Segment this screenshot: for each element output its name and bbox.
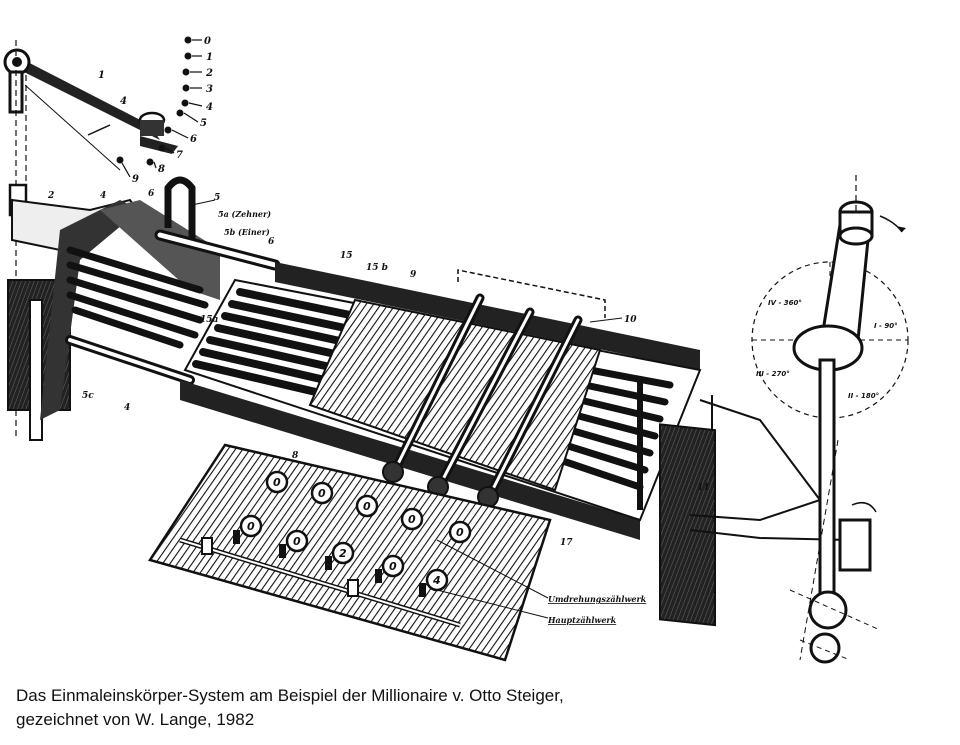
key-legend <box>116 36 203 178</box>
rod-6-label: 6 <box>268 237 275 247</box>
left-frame <box>7 183 220 441</box>
num-10-label: 10 <box>624 315 637 325</box>
frame-2-label: 2 <box>47 191 54 201</box>
key-label-1: 1 <box>206 52 213 63</box>
caption-line-1: Das Einmaleinskörper-System am Beispiel … <box>16 686 564 705</box>
key-label-5: 5 <box>200 118 207 129</box>
frame-6-label: 6 <box>148 189 155 199</box>
upper-dials <box>265 470 472 544</box>
key-label-7: 7 <box>176 150 183 161</box>
lower-dials <box>233 514 449 597</box>
key-label-0: 0 <box>204 36 211 47</box>
key-label-8: 8 <box>158 164 165 175</box>
key-label-2: 2 <box>205 68 213 79</box>
hook-5-label: 5 <box>214 193 220 203</box>
key-label-9: 9 <box>132 174 139 185</box>
main-bed <box>180 262 716 627</box>
figure-caption: Das Einmaleinskörper-System am Beispiel … <box>16 684 946 732</box>
num-15b-label: 15 b <box>366 263 388 273</box>
hauptzaehlwerk-label: Hauptzählwerk <box>547 615 617 625</box>
millionaire-diagram: 1 4 0 1 2 3 4 5 6 7 8 9 2 4 6 5 5a (Zehn… <box>3 36 909 664</box>
num-17-label: 17 <box>560 538 573 548</box>
num-15-label: 15 <box>340 251 353 261</box>
upper-dial-2: 0 <box>318 487 326 500</box>
shift-bracket <box>457 269 606 318</box>
crank-quadrant-i: I - 90° <box>874 322 898 330</box>
setting-rods <box>65 229 281 385</box>
selector-hook <box>164 176 196 240</box>
upper-dial-3: 0 <box>363 500 371 513</box>
lever-arm <box>3 40 178 440</box>
lower-dial-5: 4 <box>432 574 441 587</box>
lower-dial-1: 0 <box>247 520 255 533</box>
sb-label: 5b (Einer) <box>224 227 270 237</box>
sa-label: 5a (Zehner) <box>218 209 271 219</box>
num-4b-label: 4 <box>124 403 130 413</box>
num-11-label: 11 <box>697 483 710 493</box>
lever-label: 1 <box>98 70 105 81</box>
crank-quadrant-iii: III - 270° <box>756 370 790 378</box>
lower-dial-2: 0 <box>293 535 301 548</box>
num-8-label: 8 <box>292 451 299 461</box>
lower-dial-3: 2 <box>339 547 347 560</box>
num-5c-label: 5c <box>82 391 94 401</box>
num-15a-label: 15a <box>200 315 219 325</box>
umdrehungszaehlwerk-label: Umdrehungszählwerk <box>548 594 647 604</box>
upper-dial-5: 0 <box>456 526 464 539</box>
caption-line-2: gezeichnet von W. Lange, 1982 <box>16 710 255 729</box>
key-label-3: 3 <box>206 84 213 95</box>
upper-dial-1: 0 <box>273 476 281 489</box>
crank-quadrant-iv: IV - 360° <box>768 299 802 307</box>
crank-quadrant-ii: II - 180° <box>848 392 879 400</box>
frame-4-label: 4 <box>100 191 106 201</box>
crank-assembly <box>751 175 909 664</box>
lever-arrow-label: 4 <box>120 96 127 107</box>
key-label-6: 6 <box>190 134 197 145</box>
key-label-4: 4 <box>206 102 213 113</box>
upper-dial-4: 0 <box>408 513 416 526</box>
lower-dial-4: 0 <box>389 560 397 573</box>
num-9-label: 9 <box>410 270 417 280</box>
